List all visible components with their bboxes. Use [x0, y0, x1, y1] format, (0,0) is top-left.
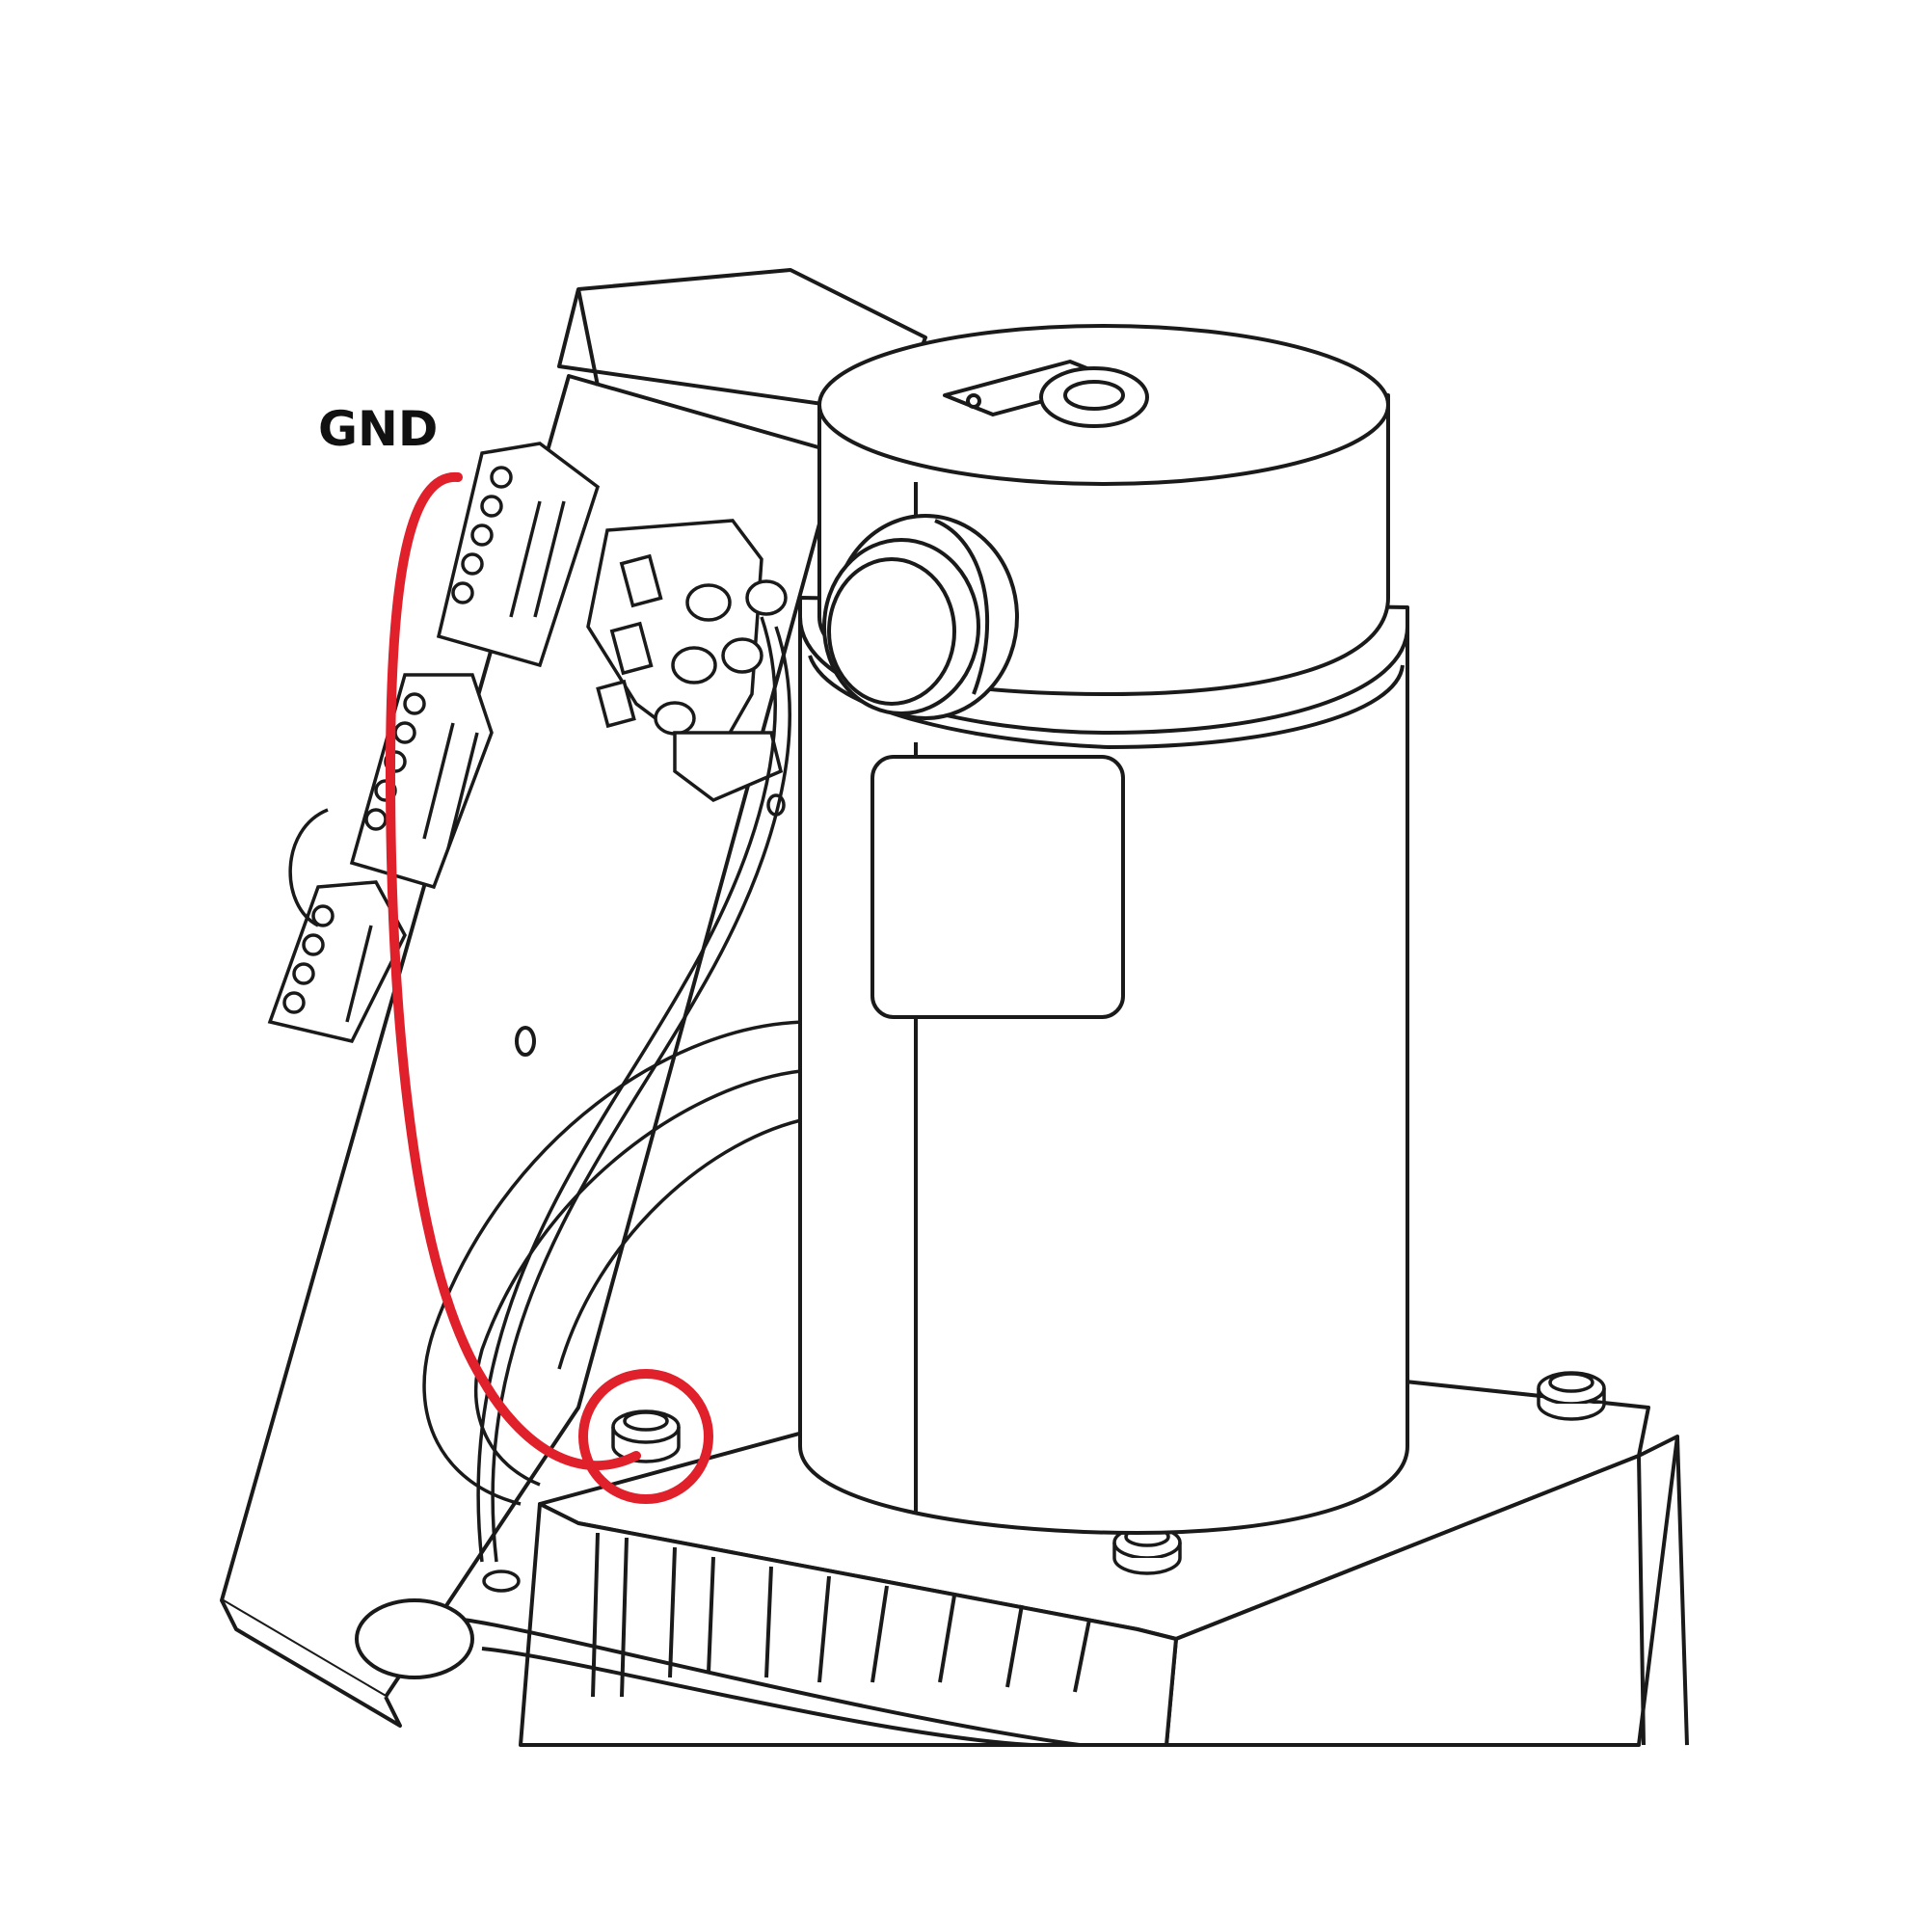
screw-icon [1537, 1371, 1606, 1421]
motor-knob-icon [822, 514, 1019, 720]
base-screws [611, 1371, 1606, 1575]
internal-cable [476, 616, 791, 1593]
gnd-label: GND [318, 401, 438, 457]
motor [798, 324, 1409, 1535]
annotation-layer [385, 471, 713, 1504]
screw-icon [1112, 1525, 1182, 1575]
connector-cluster [586, 519, 788, 817]
ground-wire-icon [385, 471, 641, 1470]
terminal-block-bottom [267, 880, 407, 1044]
ground-point-marker-icon [578, 1369, 713, 1504]
terminal-block-top [436, 442, 601, 668]
ground-screw-icon [611, 1409, 681, 1463]
fan-housing [422, 1020, 811, 1506]
